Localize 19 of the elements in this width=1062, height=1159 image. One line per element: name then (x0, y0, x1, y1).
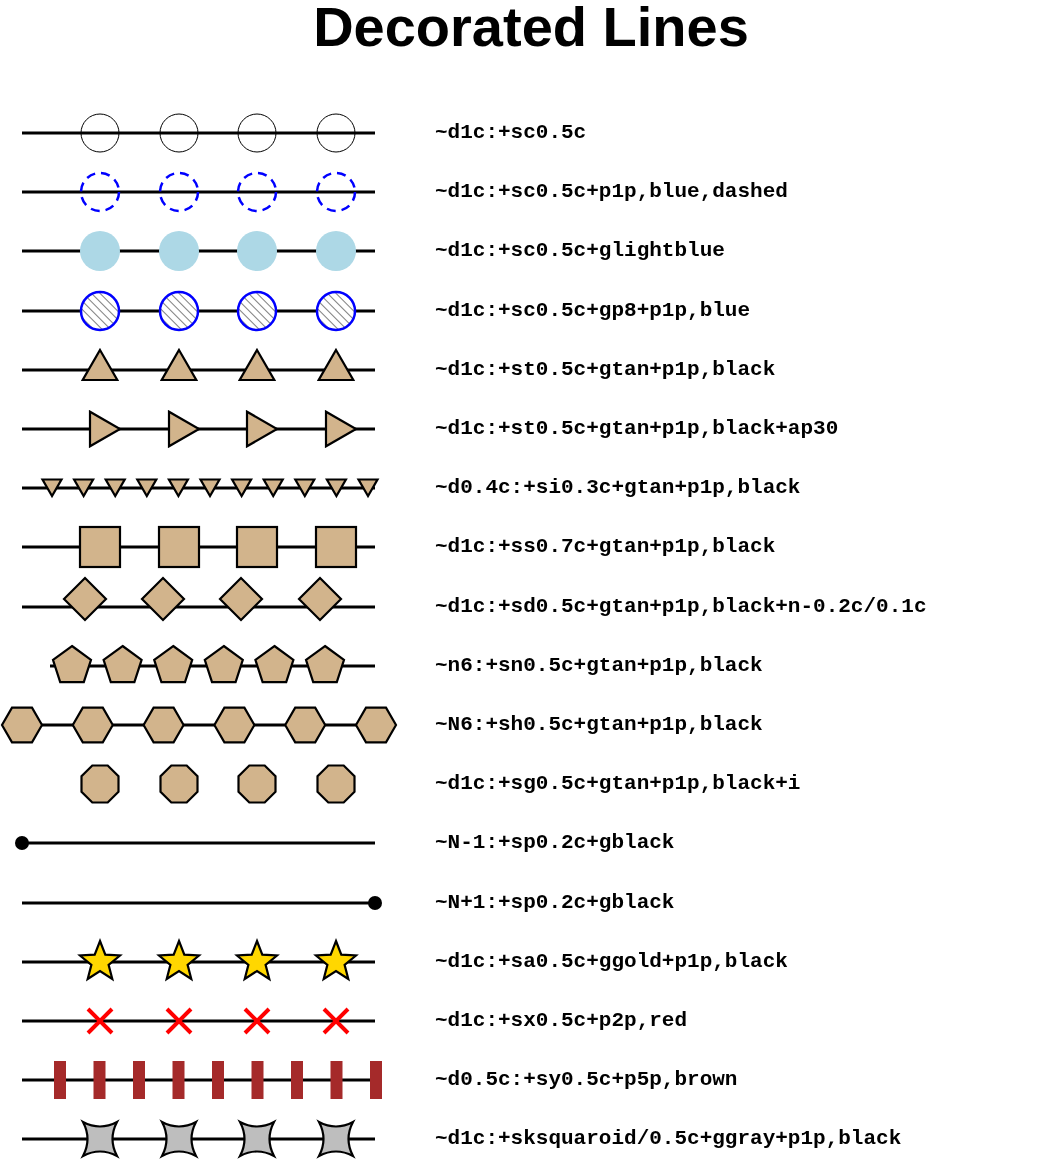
command-text: ~d1c:+st0.5c+gtan+p1p,black+ap30 (435, 417, 839, 441)
command-text: ~d1c:+sc0.5c+p1p,blue,dashed (435, 180, 788, 205)
title: Decorated Lines (312, 0, 750, 59)
command-text: ~d1c:+sa0.5c+ggold+p1p,black (435, 949, 788, 974)
command-text: ~d1c:+sg0.5c+gtan+p1p,black+i (435, 772, 801, 797)
command-text: ~N6:+sh0.5c+gtan+p1p,black (435, 713, 763, 737)
command-text: ~d1c:+sd0.5c+gtan+p1p,black+n-0.2c/0.1c (435, 594, 927, 619)
command-text: ~N+1:+sp0.2c+gblack (435, 890, 675, 915)
command-text: ~d1c:+sc0.5c (435, 121, 587, 145)
command-text: ~d1c:+sc0.5c+gp8+p1p,blue (435, 298, 751, 323)
command-text: ~n6:+sn0.5c+gtan+p1p,black (435, 653, 763, 678)
command-text: ~d1c:+st0.5c+gtan+p1p,black (435, 357, 776, 382)
command-text: ~d0.4c:+si0.3c+gtan+p1p,black (435, 476, 801, 501)
command-text: ~d1c:+ss0.7c+gtan+p1p,black (435, 535, 776, 560)
command-text: ~d1c:+sksquaroid/0.5c+ggray+p1p,black (435, 1127, 902, 1152)
command-text: ~d1c:+sc0.5c+glightblue (435, 239, 725, 264)
command-text: ~d0.5c:+sy0.5c+p5p,brown (435, 1068, 738, 1093)
command-text: ~d1c:+sx0.5c+p2p,red (435, 1009, 688, 1033)
command-text: ~N-1:+sp0.2c+gblack (435, 831, 675, 856)
